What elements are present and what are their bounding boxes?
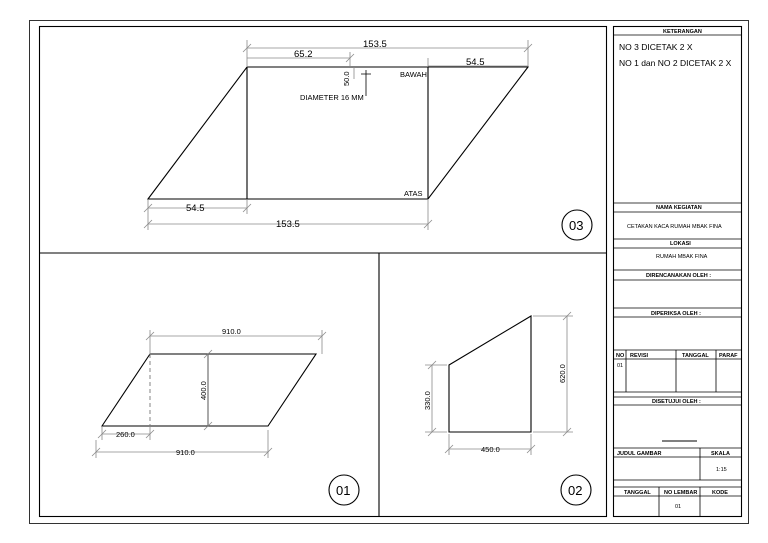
drawing-number-01: 01 — [336, 483, 350, 498]
revision-row-no: 01 — [617, 363, 623, 369]
label-diameter: DIAMETER 16 MM — [300, 93, 364, 102]
scale-label: SKALA — [711, 451, 730, 457]
label-bottom-side: ATAS — [404, 189, 422, 198]
notes-line-1: NO 3 DICETAK 2 X — [619, 42, 693, 52]
location-value: RUMAH MBAK FINA — [656, 254, 708, 260]
location-label: LOKASI — [670, 241, 691, 247]
hook-detail — [361, 70, 371, 96]
trapezoid-shape-02 — [448, 315, 532, 433]
dim-top-01: 910.0 — [222, 327, 241, 336]
parallelogram-shape-03 — [146, 66, 530, 200]
revision-header-tanggal: TANGGAL — [682, 353, 709, 359]
drawing-number-badge-02 — [560, 474, 592, 506]
drawing-number-02: 02 — [568, 483, 582, 498]
revision-header-paraf: PARAF — [719, 353, 738, 359]
code-label: KODE — [712, 490, 728, 496]
activity-value: CETAKAN KACA RUMAH MBAK FINA — [627, 224, 722, 230]
checked-label: DIPERIKSA OLEH : — [651, 311, 701, 317]
drawing-number-badge-03 — [561, 209, 593, 241]
outer-border — [29, 20, 749, 524]
drawing-02: 330.0 620.0 450.0 02 — [423, 311, 592, 506]
drawing-03: 153.5 65.2 54.5 50.0 DIAMETER 16 MM BAWA… — [143, 39, 593, 241]
drawing-number-03: 03 — [569, 218, 583, 233]
dim-bottom-total: 153.5 — [276, 219, 300, 230]
drawing-frame — [38, 25, 608, 518]
dim-left-01: 260.0 — [116, 430, 135, 439]
dim-height-01: 400.0 — [199, 381, 208, 400]
activity-label: NAMA KEGIATAN — [656, 205, 702, 211]
sheet-no-value: 01 — [675, 504, 681, 510]
planned-label: DIRENCANAKAN OLEH : — [646, 273, 711, 279]
title-block-frame — [612, 25, 743, 518]
dim-bottom-left: 54.5 — [186, 203, 205, 214]
parallelogram-shape-01 — [100, 353, 318, 427]
revision-header-no: NO — [616, 353, 625, 359]
dim-left-height-02: 330.0 — [423, 391, 432, 410]
approved-label: DISETUJUI OLEH : — [652, 399, 701, 405]
label-top-side: BAWAH — [400, 70, 427, 79]
dim-right-height-02: 620.0 — [558, 364, 567, 383]
revision-header-revisi: REVISI — [630, 353, 649, 359]
dim-top-total: 153.5 — [363, 39, 387, 50]
scale-value: 1:15 — [716, 467, 727, 473]
dim-top-left: 65.2 — [294, 49, 313, 60]
dim-top-right: 54.5 — [466, 57, 485, 68]
title-block: KETERANGAN NO 3 DICETAK 2 X NO 1 dan NO … — [612, 25, 743, 518]
dim-bottom-01: 910.0 — [176, 448, 195, 457]
drawing-title-label: JUDUL GAMBAR — [617, 451, 662, 457]
drawing-01: 910.0 400.0 260.0 910.0 01 — [91, 327, 360, 506]
date-label: TANGGAL — [624, 490, 651, 496]
dim-width-02: 450.0 — [481, 445, 500, 454]
notes-line-2: NO 1 dan NO 2 DICETAK 2 X — [619, 58, 732, 68]
notes-header: KETERANGAN — [663, 29, 702, 35]
sheet-no-label: NO LEMBAR — [664, 490, 697, 496]
drawing-number-badge-01 — [328, 474, 360, 506]
dim-small-vertical: 50.0 — [342, 71, 351, 86]
